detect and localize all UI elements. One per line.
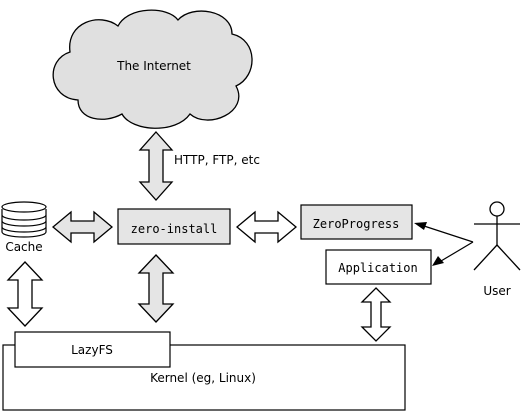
internet-cloud: The Internet bbox=[52, 9, 253, 129]
zero-install-zeroprogress-arrow bbox=[235, 210, 298, 244]
kernel-label: Kernel (eg, Linux) bbox=[150, 371, 256, 385]
user-label: User bbox=[483, 284, 510, 298]
zero-install-kernel-arrow bbox=[137, 254, 175, 323]
zeroprogress-box bbox=[300, 204, 413, 240]
user-icon bbox=[473, 201, 521, 271]
cache-label: Cache bbox=[5, 240, 42, 254]
user-arrows bbox=[414, 222, 474, 266]
zero-install-label: zero-install bbox=[131, 222, 218, 236]
application-kernel-arrow bbox=[360, 287, 392, 342]
internet-zero-install-arrow bbox=[138, 131, 174, 201]
cache-lazyfs-arrow bbox=[6, 261, 44, 327]
internet-label: The Internet bbox=[116, 59, 191, 73]
cache-icon bbox=[1, 201, 47, 238]
zero-install-box bbox=[117, 208, 231, 245]
zeroprogress-label: ZeroProgress bbox=[313, 217, 400, 231]
lazyfs-box bbox=[14, 331, 171, 368]
lazyfs-label: LazyFS bbox=[71, 343, 113, 357]
cache-zero-install-arrow bbox=[51, 210, 114, 244]
application-box bbox=[325, 249, 432, 285]
application-label: Application bbox=[338, 261, 417, 275]
protocols-label: HTTP, FTP, etc bbox=[174, 153, 260, 167]
